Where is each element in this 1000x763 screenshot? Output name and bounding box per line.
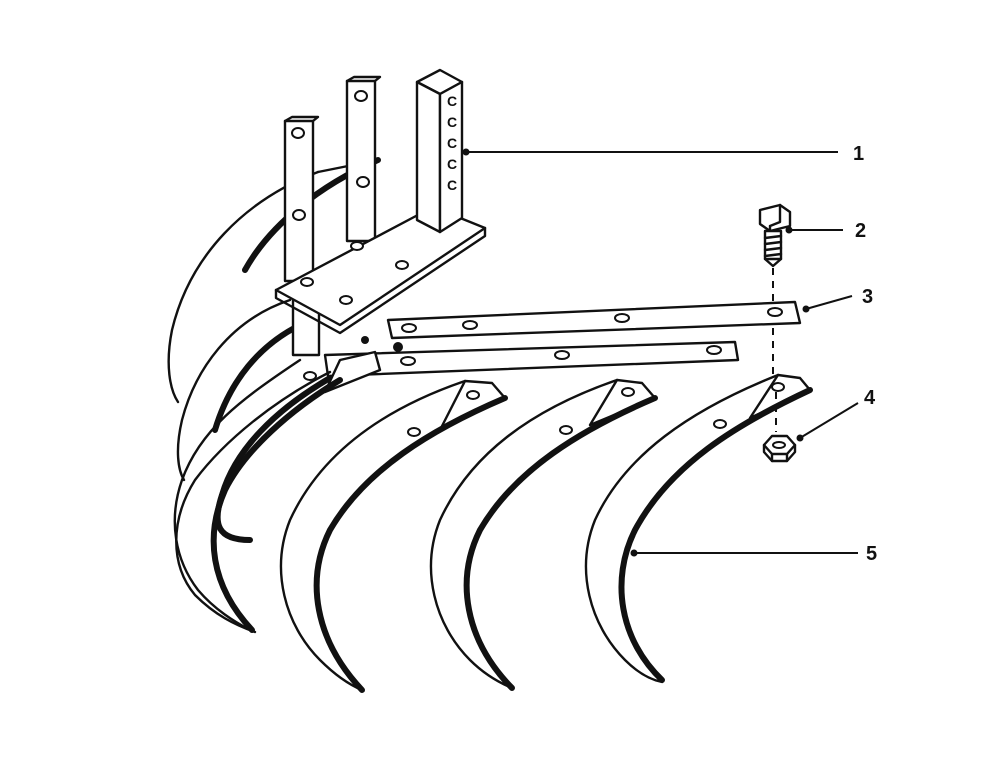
left-upright-bar bbox=[283, 119, 315, 283]
leader-line-4 bbox=[796, 402, 859, 442]
tube-right-face bbox=[438, 80, 464, 234]
tine-1 bbox=[175, 350, 382, 634]
rear-tine-2 bbox=[176, 298, 303, 482]
svg-text:C: C bbox=[447, 177, 457, 193]
connecting-strap-upper bbox=[386, 300, 802, 340]
callout-3: 3 bbox=[862, 286, 873, 308]
svg-text:C: C bbox=[447, 93, 457, 109]
leader-line-2 bbox=[785, 226, 843, 234]
svg-text:C: C bbox=[447, 114, 457, 130]
svg-text:C: C bbox=[447, 135, 457, 151]
tine-3 bbox=[429, 378, 658, 691]
middle-upright-bar bbox=[345, 79, 377, 243]
nut bbox=[762, 434, 797, 463]
connecting-strap-lower bbox=[323, 340, 740, 378]
callout-1: 1 bbox=[853, 143, 864, 165]
callout-2: 2 bbox=[855, 220, 866, 242]
tube-left-face bbox=[415, 80, 442, 234]
leader-line-3 bbox=[802, 295, 853, 313]
callout-4: 4 bbox=[864, 387, 876, 409]
leader-line-5 bbox=[630, 549, 858, 557]
tine-2 bbox=[279, 379, 508, 693]
leader-line-1 bbox=[462, 148, 838, 156]
bolt bbox=[758, 203, 792, 268]
callout-5: 5 bbox=[866, 543, 877, 565]
svg-text:C: C bbox=[447, 156, 457, 172]
mounting-bracket: C C C C C bbox=[274, 68, 487, 357]
tine-4 bbox=[584, 373, 813, 684]
